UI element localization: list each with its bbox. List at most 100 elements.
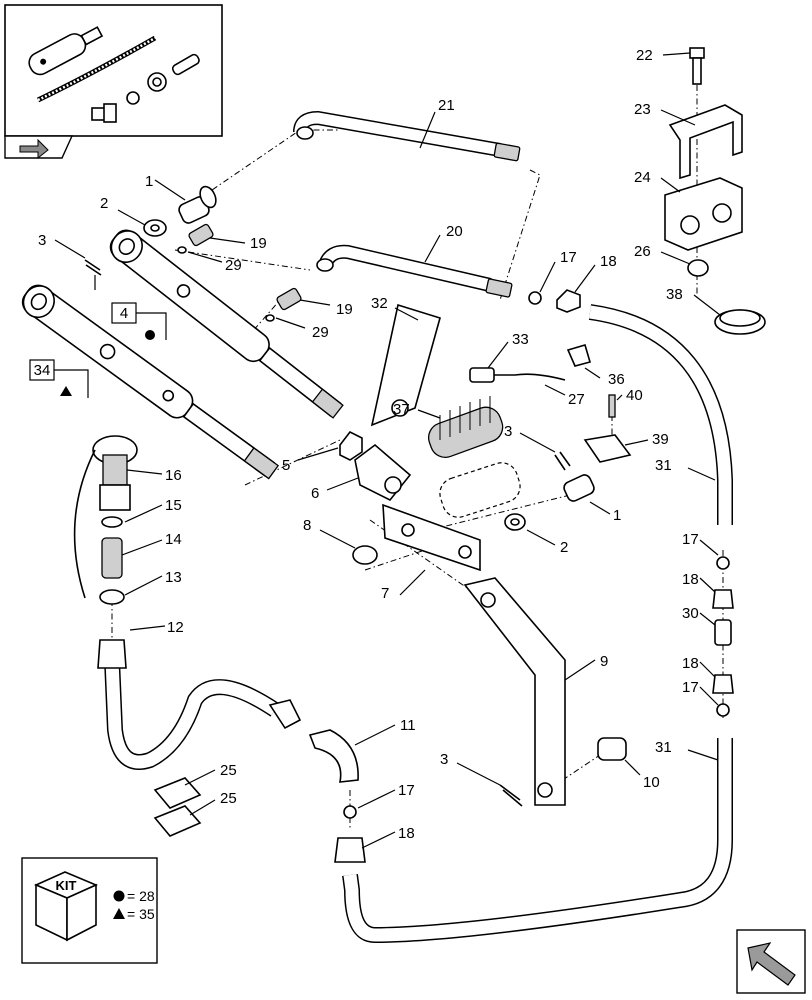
nut-18-bottom[interactable]	[334, 837, 366, 863]
hose-21[interactable]	[293, 110, 521, 162]
pin-10[interactable]	[597, 737, 627, 761]
pivot-block-6[interactable]	[354, 443, 412, 502]
callout-2b: 2	[560, 539, 568, 556]
clamp-25-top[interactable]	[153, 777, 202, 809]
o-ring-29-top[interactable]	[177, 246, 187, 254]
box-34-label: 34	[29, 359, 89, 398]
nut-5[interactable]	[339, 430, 363, 461]
callout-23: 23	[634, 101, 651, 118]
bracket-7[interactable]	[382, 503, 481, 572]
callout-14: 14	[165, 531, 182, 548]
callout-36: 36	[608, 371, 625, 388]
page-corner-icon	[4, 135, 74, 160]
kit-circle-ref: = 28	[127, 888, 155, 904]
boot-37[interactable]	[424, 396, 506, 462]
callout-24: 24	[634, 169, 651, 186]
callout-6: 6	[311, 485, 319, 502]
pin-1-right[interactable]	[562, 473, 596, 503]
ring-13[interactable]	[99, 589, 125, 605]
coupler-14[interactable]	[101, 537, 123, 579]
callout-29a: 29	[225, 257, 242, 274]
callout-33: 33	[512, 331, 529, 348]
callout-12: 12	[167, 619, 184, 636]
callout-11: 11	[400, 717, 416, 734]
callout-19b: 19	[336, 301, 353, 318]
nut-26[interactable]	[687, 259, 709, 277]
callouts: 1 2 3 19 29 21 20 19 29 32 33 17 18 22 2…	[38, 47, 721, 849]
callout-18b: 18	[682, 571, 699, 588]
cylinder-housing-dashed	[439, 462, 521, 518]
callout-40: 40	[626, 387, 643, 404]
callout-21: 21	[438, 97, 455, 114]
hose-20[interactable]	[316, 244, 513, 298]
callout-37: 37	[393, 401, 410, 418]
assembly-thumbnail-icon[interactable]	[4, 4, 223, 137]
next-page-arrow-icon[interactable]	[736, 929, 806, 994]
ring-17-top[interactable]	[528, 291, 542, 305]
box-4-label: 4	[111, 302, 167, 340]
cotter-pin-3-right[interactable]	[554, 451, 571, 471]
callout-38: 38	[666, 286, 683, 303]
kit-triangle-ref: = 35	[127, 906, 155, 922]
callout-25b: 25	[220, 790, 237, 807]
cotter-pin-3-bottom[interactable]	[499, 784, 523, 807]
callout-3c: 3	[440, 751, 448, 768]
callout-18d: 18	[398, 825, 415, 842]
hose-31-top[interactable]	[588, 304, 733, 525]
callout-20: 20	[446, 223, 463, 240]
plate-39[interactable]	[583, 434, 632, 463]
callout-8: 8	[303, 517, 311, 534]
bolt-22[interactable]	[689, 47, 705, 85]
hydraulic-cylinder-left[interactable]	[17, 280, 283, 485]
callout-17d: 17	[398, 782, 415, 799]
callout-3b: 3	[504, 423, 512, 440]
callout-17c: 17	[682, 679, 699, 696]
pin-40[interactable]	[608, 394, 616, 418]
hose-12[interactable]	[97, 639, 302, 770]
svg-text:4: 4	[120, 305, 128, 322]
callout-18c: 18	[682, 655, 699, 672]
elbow-11[interactable]	[308, 729, 359, 783]
callout-2a: 2	[100, 195, 108, 212]
lever-9[interactable]	[463, 577, 566, 806]
cotter-pin-3-top[interactable]	[84, 259, 102, 290]
kit-label: KIT	[56, 878, 77, 893]
callout-7: 7	[381, 585, 389, 602]
fitting-19-mid[interactable]	[276, 287, 302, 311]
clamp-block-24[interactable]	[664, 177, 743, 251]
callout-32: 32	[371, 295, 388, 312]
sensor-33[interactable]	[469, 367, 566, 383]
callout-1a: 1	[145, 173, 153, 190]
callout-26: 26	[634, 243, 651, 260]
callout-31a: 31	[655, 457, 672, 474]
clamp-25-bottom[interactable]	[153, 805, 202, 837]
fitting-stack-right[interactable]	[712, 556, 734, 717]
ring-17-bottom[interactable]	[343, 805, 357, 819]
nut-18-top[interactable]	[556, 289, 581, 313]
cap-16[interactable]	[73, 435, 138, 599]
kit-box-icon	[33, 871, 99, 942]
washer-2-right[interactable]	[504, 513, 526, 531]
callout-5: 5	[282, 457, 290, 474]
washer-2-top[interactable]	[143, 219, 167, 237]
callout-18a: 18	[600, 253, 617, 270]
callout-1b: 1	[613, 507, 621, 524]
seal-15[interactable]	[101, 516, 123, 528]
hydraulic-cylinder-center[interactable]	[105, 225, 348, 424]
hose-clamp-38[interactable]	[714, 309, 766, 335]
pin-1-top[interactable]	[177, 184, 219, 225]
svg-text:34: 34	[34, 362, 51, 379]
clip-36[interactable]	[566, 344, 591, 367]
fitting-19-top[interactable]	[188, 223, 214, 247]
callout-30: 30	[682, 605, 699, 622]
callout-9: 9	[600, 653, 608, 670]
snap-ring-8[interactable]	[352, 545, 378, 565]
callout-31b: 31	[655, 739, 672, 756]
callout-22: 22	[636, 47, 653, 64]
hose-31-bottom[interactable]	[342, 738, 733, 944]
plate-32[interactable]	[370, 303, 441, 427]
callout-25a: 25	[220, 762, 237, 779]
o-ring-29-mid[interactable]	[265, 314, 275, 322]
bracket-23[interactable]	[668, 104, 743, 180]
callout-13: 13	[165, 569, 182, 586]
